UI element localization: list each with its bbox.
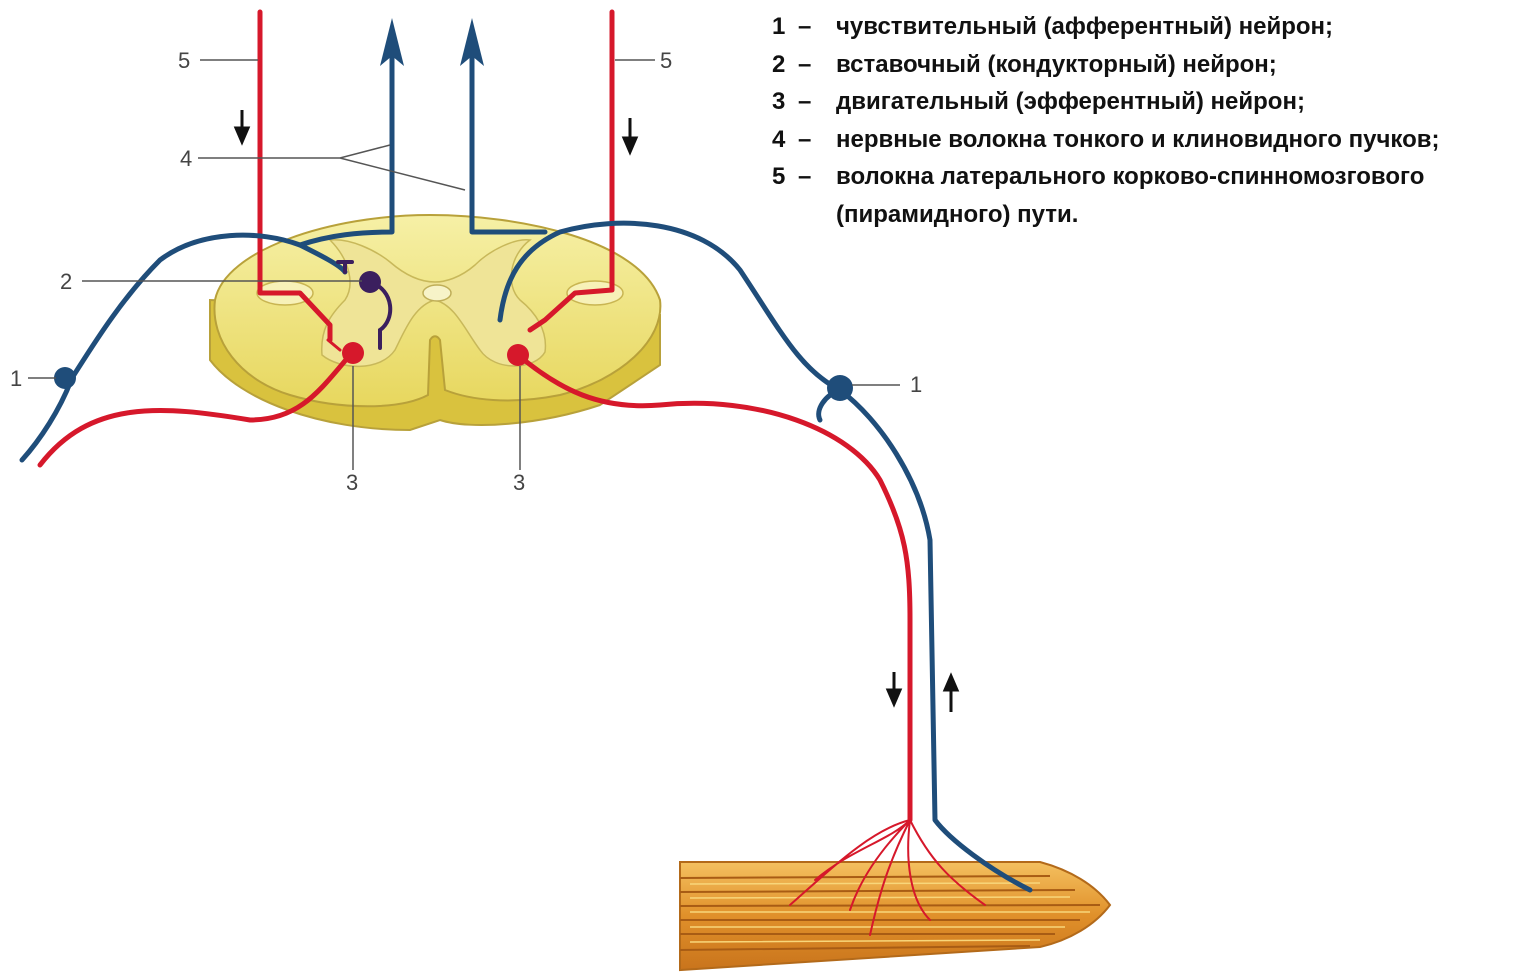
arrow-down-left-head bbox=[236, 128, 248, 142]
callout-4: 4 bbox=[180, 146, 192, 171]
legend-continuation: (пирамидного) пути. bbox=[772, 196, 1532, 234]
legend-dash: – bbox=[798, 46, 836, 84]
leader-4 bbox=[198, 145, 465, 190]
legend-number: 1 bbox=[772, 8, 798, 46]
arrow-down-right-head bbox=[624, 138, 636, 152]
legend-number: 2 bbox=[772, 46, 798, 84]
ascending-fasciculus-left bbox=[300, 40, 392, 245]
sensory-ganglion-left bbox=[54, 367, 76, 389]
legend-item: 5 – волокна латерального корково-спинном… bbox=[772, 158, 1532, 196]
legend-text: волокна латерального корково-спинномозго… bbox=[836, 158, 1424, 196]
arrow-down-muscle-head bbox=[888, 690, 900, 704]
callout-3-right: 3 bbox=[513, 470, 525, 495]
callout-1-right: 1 bbox=[910, 372, 922, 397]
legend-number: 3 bbox=[772, 83, 798, 121]
legend-dash: – bbox=[798, 83, 836, 121]
legend-text: вставочный (кондукторный) нейрон; bbox=[836, 46, 1277, 84]
muscle bbox=[680, 862, 1110, 970]
callout-3-left: 3 bbox=[346, 470, 358, 495]
interneuron-body bbox=[359, 271, 381, 293]
legend-text: чувствительный (афферентный) нейрон; bbox=[836, 8, 1333, 46]
arrow-up-muscle-head bbox=[945, 676, 957, 690]
ascending-fasciculus-right bbox=[472, 40, 545, 232]
legend-item: 1 – чувствительный (афферентный) нейрон; bbox=[772, 8, 1532, 46]
callout-5-right: 5 bbox=[660, 48, 672, 73]
legend-text: двигательный (эфферентный) нейрон; bbox=[836, 83, 1305, 121]
legend-dash: – bbox=[798, 121, 836, 159]
motor-axon-right bbox=[518, 355, 910, 820]
motor-neuron-right bbox=[507, 344, 529, 366]
legend-item: 4 – нервные волокна тонкого и клиновидно… bbox=[772, 121, 1532, 159]
legend-dash: – bbox=[798, 158, 836, 196]
callout-5-left: 5 bbox=[178, 48, 190, 73]
legend: 1 – чувствительный (афферентный) нейрон;… bbox=[772, 8, 1532, 233]
callout-1-left: 1 bbox=[10, 366, 22, 391]
legend-number: 5 bbox=[772, 158, 798, 196]
motor-neuron-left bbox=[342, 342, 364, 364]
legend-dash: – bbox=[798, 8, 836, 46]
legend-item: 2 – вставочный (кондукторный) нейрон; bbox=[772, 46, 1532, 84]
sensory-ganglion-right bbox=[827, 375, 853, 401]
legend-text: нервные волокна тонкого и клиновидного п… bbox=[836, 121, 1440, 159]
legend-number: 4 bbox=[772, 121, 798, 159]
central-canal bbox=[423, 285, 451, 301]
callout-2: 2 bbox=[60, 269, 72, 294]
legend-item: 3 – двигательный (эфферентный) нейрон; bbox=[772, 83, 1532, 121]
